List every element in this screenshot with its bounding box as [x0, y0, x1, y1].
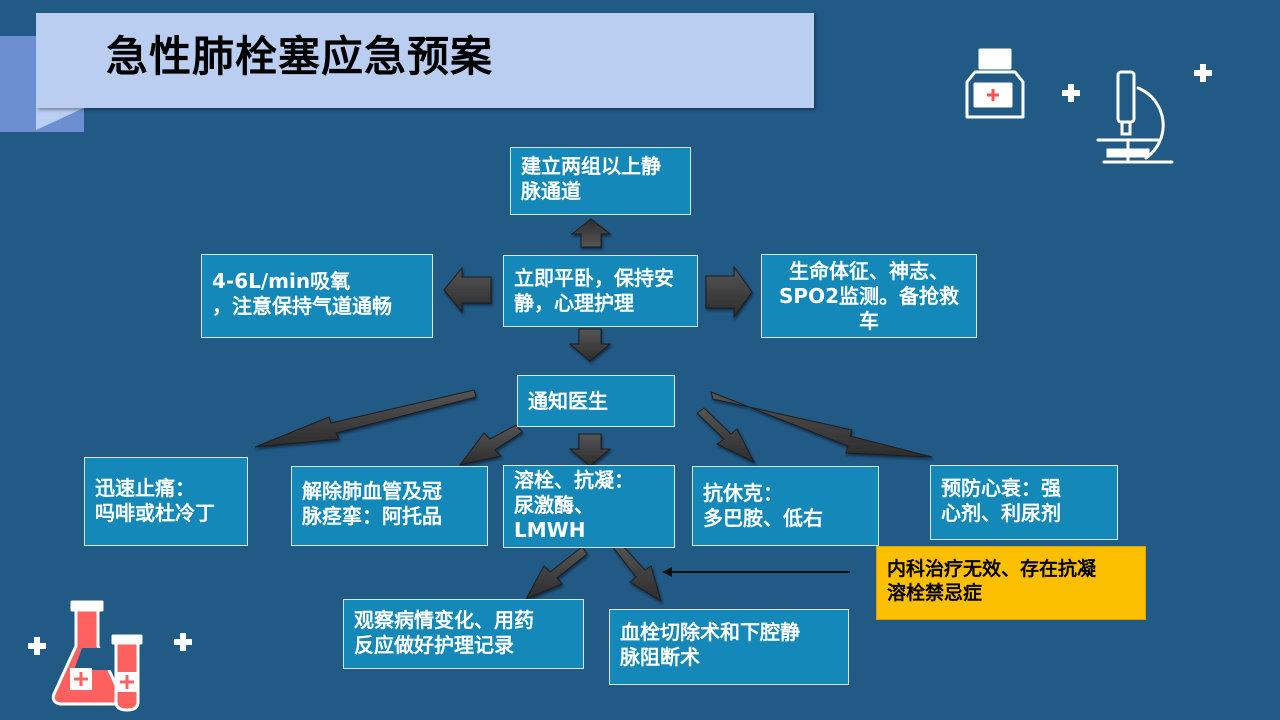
node-anti-shock: 抗休克： 多巴胺、低右	[692, 466, 879, 546]
arrow-to-spasm	[458, 424, 523, 466]
node-monitor: 生命体征、神志、 SPO2监测。备抢救 车	[761, 254, 977, 338]
node-rest: 立即平卧，保持安 静，心理护理	[503, 255, 698, 327]
node-oxygen: 4-6L/min吸氧 ，注意保持气道通畅	[201, 254, 433, 338]
node-notify-doctor: 通知医生	[517, 375, 675, 427]
node-observe: 观察病情变化、用药 反应做好护理记录	[343, 599, 584, 669]
node-heart-failure: 预防心衰：强 心剂、利尿剂	[930, 465, 1118, 540]
arrow-down-doctor	[568, 433, 612, 467]
node-pain-relief: 迅速止痛： 吗啡或杜冷丁	[84, 457, 248, 546]
arrow-left	[443, 266, 492, 314]
arrow-to-heart	[710, 391, 933, 458]
arrow-up	[570, 218, 612, 248]
arrow-right	[705, 265, 753, 319]
flask-icon	[51, 600, 143, 712]
title-fold	[36, 108, 84, 130]
page-title: 急性肺栓塞应急预案	[106, 32, 494, 81]
arrow-down-center	[568, 328, 612, 362]
node-iv-access: 建立两组以上静 脉通道	[510, 147, 691, 215]
arrow-to-pain	[254, 389, 477, 448]
node-spasm-relief: 解除肺血管及冠 脉痉挛：阿托品	[291, 466, 488, 546]
node-contraindication: 内科治疗无效、存在抗凝 溶栓禁忌症	[876, 546, 1146, 620]
arrow-to-shock	[696, 407, 756, 464]
plus-icon	[28, 64, 1212, 655]
arrow-to-surgery	[612, 542, 662, 603]
microscope-icon	[1096, 70, 1174, 164]
contra-arrow-head	[662, 567, 672, 577]
node-surgery: 血栓切除术和下腔静 脉阻断术	[609, 609, 849, 685]
title-banner	[36, 13, 814, 108]
medicine-bottle-icon	[965, 48, 1025, 119]
node-thrombolysis: 溶栓、抗凝： 尿激酶、 LMWH	[503, 465, 675, 548]
arrow-to-observe	[524, 546, 588, 601]
